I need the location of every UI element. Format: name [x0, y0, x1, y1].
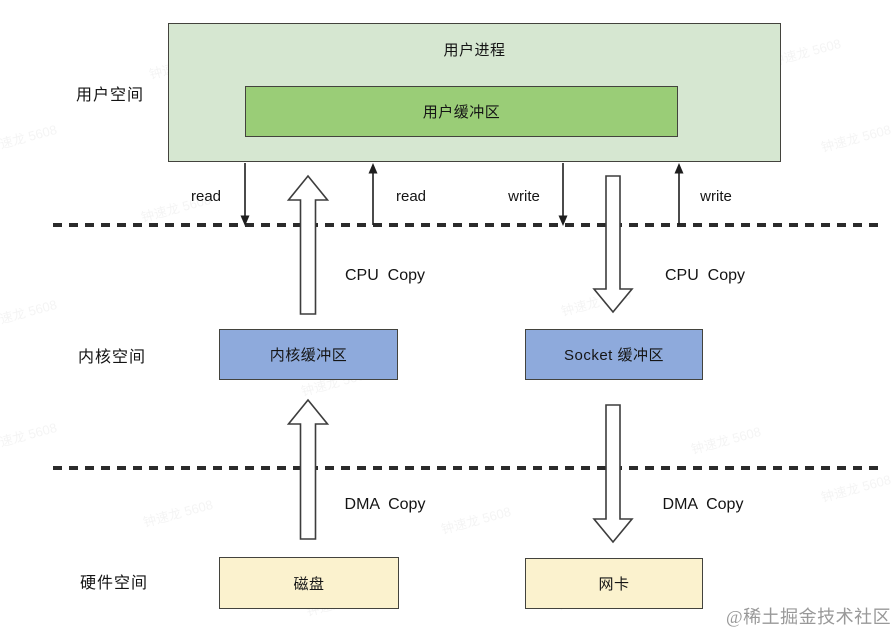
user-buffer-box: 用户缓冲区 — [245, 86, 678, 137]
read-syscall-label: read — [190, 188, 222, 205]
cpu-copy-left-label: CPU Copy — [344, 267, 426, 284]
kernel-hardware-boundary-line — [53, 466, 881, 470]
hardware-space-label: 硬件空间 — [80, 575, 149, 592]
site-watermark: @稀土掘金技术社区 — [726, 607, 892, 627]
diagonal-watermark: 钟速龙 5608 — [689, 423, 763, 457]
cpu-copy-right-label: CPU Copy — [664, 267, 746, 284]
diagonal-watermark: 钟速龙 5608 — [559, 285, 633, 319]
diagonal-watermark: 钟速龙 5608 — [141, 496, 215, 530]
read-return-label: read — [395, 188, 427, 205]
user-kernel-boundary-line — [53, 223, 881, 227]
read-return-arrow — [368, 163, 378, 225]
disk-label: 磁盘 — [293, 575, 325, 593]
dma-copy-down-arrow — [592, 404, 634, 544]
diagonal-watermark: 钟速龙 5608 — [0, 121, 59, 155]
kernel-buffer-box: 内核缓冲区 — [219, 329, 398, 380]
diagonal-watermark: 钟速龙 5608 — [0, 419, 59, 453]
cpu-copy-up-arrow — [286, 174, 330, 315]
write-syscall-label: write — [508, 188, 540, 205]
dma-copy-right-label: DMA Copy — [662, 496, 744, 513]
write-syscall-arrow — [558, 163, 568, 226]
user-process-label: 用户进程 — [443, 42, 506, 59]
write-return-arrow — [674, 163, 684, 225]
write-return-label: write — [700, 188, 732, 205]
user-space-label: 用户空间 — [76, 87, 145, 104]
dma-copy-up-arrow — [286, 398, 330, 540]
diagonal-watermark: 钟速龙 5608 — [439, 503, 513, 537]
diagonal-watermark: 钟速龙 5608 — [0, 296, 59, 330]
kernel-buffer-label: 内核缓冲区 — [269, 347, 348, 364]
nic-label: 网卡 — [598, 576, 630, 593]
read-syscall-arrow — [240, 163, 250, 226]
socket-buffer-label: Socket 缓冲区 — [563, 347, 665, 364]
user-buffer-label: 用户缓冲区 — [422, 104, 501, 121]
kernel-space-label: 内核空间 — [78, 349, 147, 366]
diagonal-watermark: 钟速龙 5608 — [819, 471, 893, 505]
dma-copy-left-label: DMA Copy — [344, 496, 426, 513]
cpu-copy-down-arrow — [592, 175, 634, 314]
disk-box: 磁盘 — [219, 557, 399, 609]
nic-box: 网卡 — [525, 558, 703, 609]
diagonal-watermark: 钟速龙 5608 — [819, 121, 893, 155]
socket-buffer-box: Socket 缓冲区 — [525, 329, 703, 380]
